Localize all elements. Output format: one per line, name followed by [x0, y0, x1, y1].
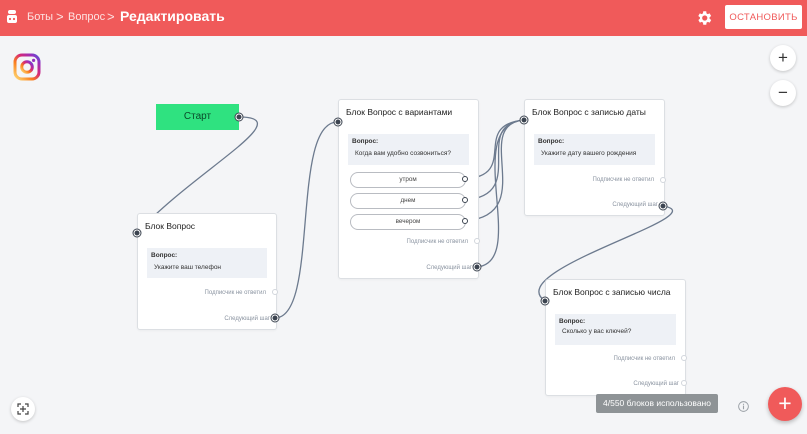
question-text: Когда вам удобно созвониться?: [355, 150, 451, 157]
port-number-no-answer[interactable]: [681, 355, 687, 361]
port-date-no-answer[interactable]: [660, 177, 666, 183]
number-block[interactable]: Блок Вопрос с записью числа Вопрос: Скол…: [545, 279, 686, 396]
port-number-next[interactable]: [681, 380, 687, 386]
question-label: Вопрос:: [151, 252, 178, 259]
info-icon[interactable]: [738, 401, 749, 412]
port-choice-no-answer[interactable]: [474, 238, 480, 244]
choice-block[interactable]: Блок Вопрос с вариантами Вопрос: Когда в…: [338, 99, 479, 279]
question-text: Укажите дату вашего рождения: [541, 150, 637, 157]
date-block[interactable]: Блок Вопрос с записью даты Вопрос: Укажи…: [524, 99, 665, 216]
port-dot: [542, 298, 548, 304]
next-step-label: Следующий шаг: [633, 381, 679, 387]
question-label: Вопрос:: [352, 138, 379, 145]
block-title: Блок Вопрос с записью даты: [532, 107, 646, 117]
block-title: Блок Вопрос: [145, 221, 196, 231]
instagram-icon: [13, 53, 41, 81]
top-bar: Боты > Вопрос > Редактировать ОСТАНОВИТЬ: [0, 0, 807, 36]
connection-date-number: [538, 205, 674, 302]
port-option-day[interactable]: [462, 197, 468, 203]
port-option-morning[interactable]: [462, 176, 468, 182]
question-box[interactable]: Вопрос: Укажите ваш телефон: [147, 248, 267, 278]
port-dot: [335, 119, 341, 125]
breadcrumb-separator: >: [56, 9, 64, 24]
connection-option-morning-date: [464, 119, 525, 180]
connection-question-choice: [274, 121, 339, 319]
question-box[interactable]: Вопрос: Укажите дату вашего рождения: [534, 134, 655, 165]
connection-start-question: [136, 116, 258, 234]
gear-icon[interactable]: [695, 9, 713, 27]
question-text: Укажите ваш телефон: [154, 264, 222, 271]
question-label: Вопрос:: [559, 318, 586, 325]
breadcrumb-question[interactable]: Вопрос: [68, 11, 106, 23]
zoom-out-button[interactable]: −: [770, 80, 796, 106]
question-label: Вопрос:: [538, 138, 565, 145]
zoom-in-button[interactable]: +: [770, 45, 796, 71]
port-dot: [474, 264, 480, 270]
connection-choice-date: [476, 119, 525, 268]
option-evening[interactable]: вечером: [350, 214, 466, 230]
port-question-no-answer[interactable]: [272, 289, 278, 295]
no-answer-label: Подписчик не ответил: [204, 290, 266, 296]
fit-screen-button[interactable]: [11, 397, 35, 421]
question-box[interactable]: Вопрос: Сколько у вас ключей?: [555, 314, 676, 345]
breadcrumb-bots[interactable]: Боты: [27, 11, 54, 23]
port-dot: [272, 315, 278, 321]
fit-screen-icon: [17, 403, 29, 415]
no-answer-label: Подписчик не ответил: [406, 239, 468, 245]
question-box[interactable]: Вопрос: Когда вам удобно созвониться?: [348, 134, 469, 165]
block-title: Блок Вопрос с записью числа: [553, 287, 671, 297]
question-block[interactable]: Блок Вопрос Вопрос: Укажите ваш телефон …: [137, 213, 277, 330]
blocks-usage-counter: 4/550 блоков использовано: [596, 394, 718, 413]
stop-button[interactable]: ОСТАНОВИТЬ: [725, 5, 802, 29]
question-text: Сколько у вас ключей?: [562, 328, 632, 335]
no-answer-label: Подписчик не ответил: [592, 177, 654, 183]
port-dot: [134, 230, 140, 236]
page-title: Редактировать: [120, 8, 225, 24]
port-dot: [521, 117, 527, 123]
block-title: Блок Вопрос с вариантами: [346, 107, 453, 117]
next-step-label: Следующий шаг: [426, 265, 472, 271]
next-step-label: Следующий шаг: [612, 202, 658, 208]
port-dot: [236, 114, 242, 120]
no-answer-label: Подписчик не ответил: [613, 356, 675, 362]
bot-icon: [7, 10, 17, 23]
port-option-evening[interactable]: [462, 218, 468, 224]
breadcrumb-separator: >: [107, 9, 115, 24]
add-block-button[interactable]: +: [768, 387, 802, 421]
start-node[interactable]: Старт: [156, 104, 239, 130]
next-step-label: Следующий шаг: [224, 316, 270, 322]
port-dot: [660, 203, 666, 209]
